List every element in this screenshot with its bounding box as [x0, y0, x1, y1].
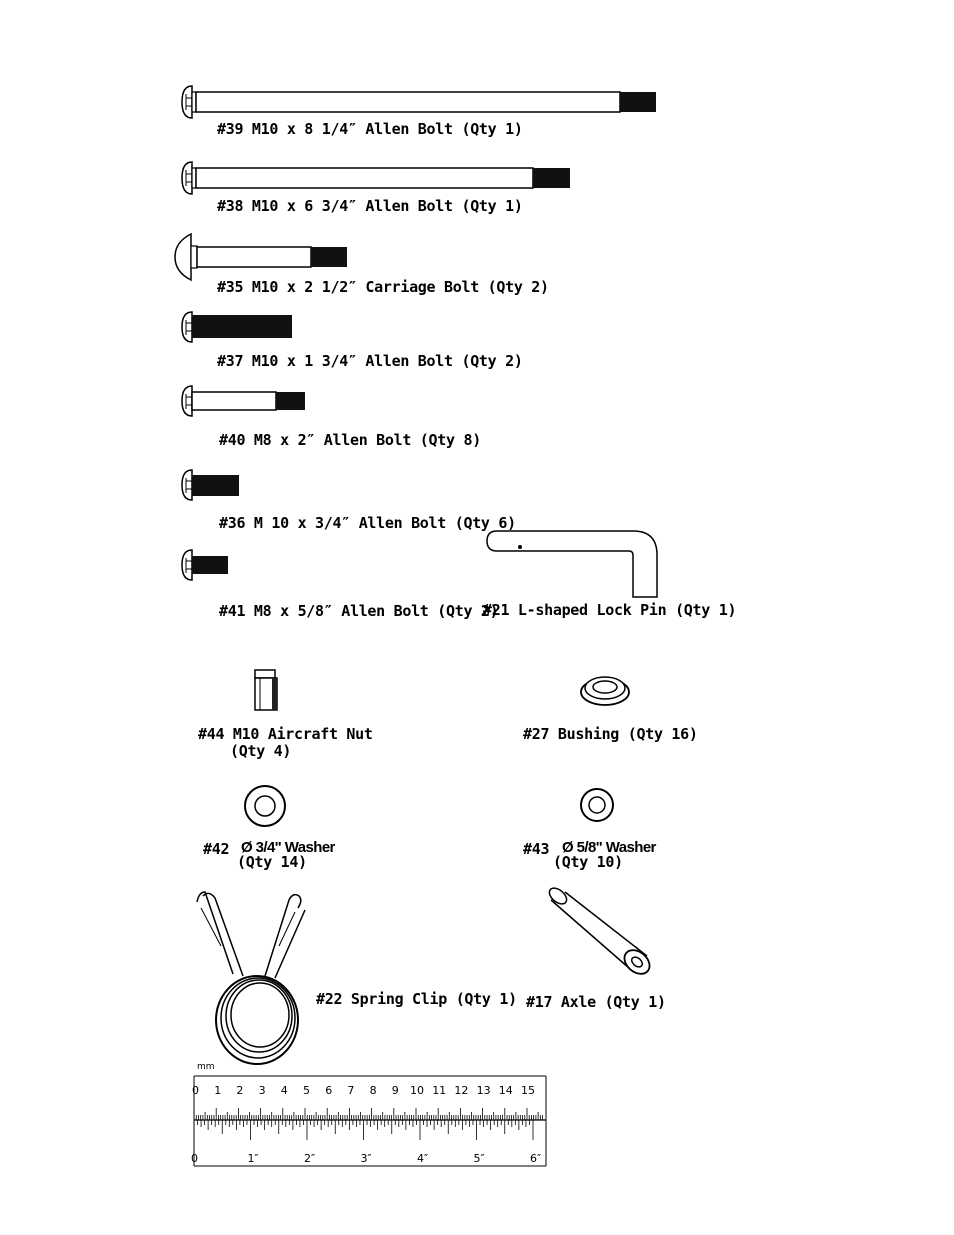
- aircraft-nut-44-label: #44 M10 Aircraft Nut: [198, 725, 373, 743]
- bolt-36-label: #36 M 10 x 3/4″ Allen Bolt (Qty 6): [219, 514, 516, 532]
- washer-43-qty: (Qty 10): [553, 853, 623, 871]
- axle-17-label: #17 Axle (Qty 1): [526, 993, 666, 1011]
- washer-43-label: Ø 5/8" Washer: [562, 839, 656, 856]
- bolt-41-label: #41 M8 x 5/8″ Allen Bolt (Qty 2): [219, 602, 499, 620]
- washer-42-number: #42: [203, 840, 230, 858]
- bolt-39-label: #39 M10 x 8 1/4″ Allen Bolt (Qty 1): [217, 120, 523, 138]
- inch-tick-label: 4″: [417, 1152, 428, 1165]
- mm-tick-label: 4: [281, 1084, 288, 1097]
- mm-tick-label: 1: [214, 1084, 221, 1097]
- bolt-36-drawing: [180, 466, 250, 506]
- mm-tick-label: 15: [521, 1084, 535, 1097]
- bolt-37-drawing: [180, 308, 300, 348]
- mm-tick-label: 11: [432, 1084, 446, 1097]
- mm-tick-label: 8: [370, 1084, 377, 1097]
- axle-17-drawing: [543, 887, 658, 985]
- mm-tick-label: 2: [236, 1084, 243, 1097]
- mm-tick-label: 0: [192, 1084, 199, 1097]
- mm-tick-label: 3: [259, 1084, 266, 1097]
- aircraft-nut-44-qty: (Qty 4): [230, 742, 292, 760]
- washer-43-drawing: [580, 788, 616, 824]
- inch-tick-label: 2″: [304, 1152, 315, 1165]
- spring-clip-22-drawing: [195, 888, 310, 1068]
- washer-42-label: Ø 3/4" Washer: [241, 839, 335, 856]
- mm-tick-label: 14: [499, 1084, 513, 1097]
- mm-tick-label: 9: [392, 1084, 399, 1097]
- bushing-27-label: #27 Bushing (Qty 16): [523, 725, 698, 743]
- inch-tick-label: 5″: [474, 1152, 485, 1165]
- bolt-39-drawing: [180, 80, 660, 120]
- inch-tick-label: 1″: [248, 1152, 259, 1165]
- bolt-38-drawing: [180, 156, 580, 196]
- bolt-37-label: #37 M10 x 1 3/4″ Allen Bolt (Qty 2): [217, 352, 523, 370]
- carriage-bolt-35-drawing: [174, 232, 355, 282]
- lock-pin-21-label: #21 L-shaped Lock Pin (Qty 1): [483, 601, 737, 619]
- inch-tick-label: 0: [191, 1152, 198, 1165]
- lock-pin-21-drawing: [485, 525, 665, 605]
- washer-42-qty: (Qty 14): [237, 853, 307, 871]
- mm-tick-label: 12: [454, 1084, 468, 1097]
- bolt-41-drawing: [180, 546, 240, 586]
- inch-tick-label: 3″: [361, 1152, 372, 1165]
- mm-tick-label: 5: [303, 1084, 310, 1097]
- bolt-40-drawing: [180, 382, 310, 422]
- mm-tick-label: 7: [347, 1084, 354, 1097]
- mm-tick-label: 6: [325, 1084, 332, 1097]
- mm-tick-label: 13: [477, 1084, 491, 1097]
- carriage-bolt-35-label: #35 M10 x 2 1/2″ Carriage Bolt (Qty 2): [217, 278, 549, 296]
- aircraft-nut-44-drawing: [252, 668, 282, 714]
- spring-clip-22-label: #22 Spring Clip (Qty 1): [316, 990, 517, 1008]
- washer-42-drawing: [243, 784, 287, 828]
- bolt-38-label: #38 M10 x 6 3/4″ Allen Bolt (Qty 1): [217, 197, 523, 215]
- ruler-unit-label: mm: [197, 1062, 215, 1072]
- bolt-40-label: #40 M8 x 2″ Allen Bolt (Qty 8): [219, 431, 481, 449]
- inch-tick-label: 6″: [530, 1152, 541, 1165]
- mm-tick-label: 10: [410, 1084, 424, 1097]
- washer-43-number: #43: [523, 840, 550, 858]
- bushing-27-drawing: [578, 670, 638, 710]
